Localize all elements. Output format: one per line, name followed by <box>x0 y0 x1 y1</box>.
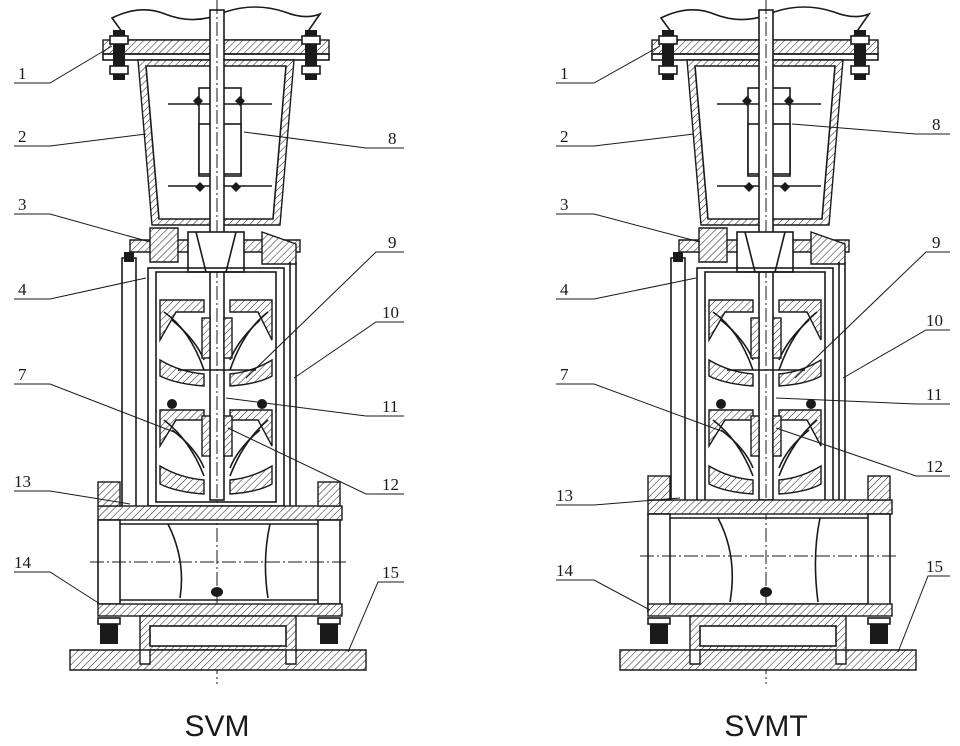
label-14: 14 <box>556 561 574 580</box>
label-13: 13 <box>14 472 31 491</box>
figure-title-svmt: SVMT <box>724 710 807 743</box>
label-9: 9 <box>932 233 941 252</box>
label-9: 9 <box>388 233 397 252</box>
svmt-drawing: 1 2 3 4 7 13 14 8 9 10 11 12 15 SVMT <box>556 0 950 743</box>
label-12: 12 <box>926 457 943 476</box>
label-1: 1 <box>18 64 27 83</box>
label-4: 4 <box>560 280 569 299</box>
label-10: 10 <box>382 303 399 322</box>
label-11: 11 <box>382 397 398 416</box>
label-8: 8 <box>932 115 941 134</box>
label-13: 13 <box>556 486 573 505</box>
label-4: 4 <box>18 280 27 299</box>
label-15: 15 <box>382 563 399 582</box>
label-8: 8 <box>388 129 397 148</box>
label-2: 2 <box>18 127 27 146</box>
label-3: 3 <box>18 195 27 214</box>
label-10: 10 <box>926 311 943 330</box>
label-14: 14 <box>14 553 32 572</box>
label-3: 3 <box>560 195 569 214</box>
label-15: 15 <box>926 557 943 576</box>
label-12: 12 <box>382 475 399 494</box>
figure-title-svm: SVM <box>184 710 249 743</box>
svm-drawing: 1 2 3 4 7 13 14 8 9 10 11 12 15 SVM <box>14 0 404 743</box>
label-1: 1 <box>560 64 569 83</box>
label-7: 7 <box>18 365 27 384</box>
label-2: 2 <box>560 127 569 146</box>
label-7: 7 <box>560 365 569 384</box>
label-11: 11 <box>926 385 942 404</box>
